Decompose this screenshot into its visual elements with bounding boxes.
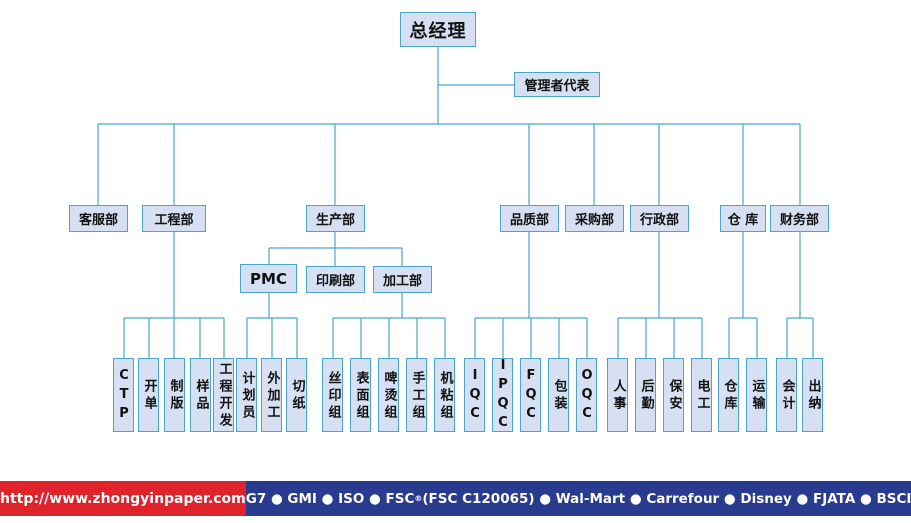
leaf-qc-1: IPQC <box>492 358 513 434</box>
leaf-proc-1: 表面组 <box>350 358 371 432</box>
leaf-eng-1: 开单 <box>138 358 159 432</box>
leaf-pmc-2: 切纸 <box>286 358 307 432</box>
registered-mark: ® <box>414 494 423 503</box>
sub-printing: 印刷部 <box>306 266 365 293</box>
sub-processing: 加工部 <box>373 266 432 293</box>
leaf-qc-4: OQC <box>576 358 597 432</box>
certs-text-before: G7 ● GMI ● ISO ● FSC <box>245 490 415 507</box>
leaf-eng-0: CTP <box>113 358 134 432</box>
leaf-proc-4: 机粘组 <box>434 358 455 432</box>
leaf-wh-0: 仓库 <box>718 358 739 432</box>
leaf-proc-3: 手工组 <box>406 358 427 432</box>
leaf-wh-1: 运输 <box>746 358 767 432</box>
leaf-pmc-1: 外加工 <box>261 358 282 432</box>
leaf-qc-2: FQC <box>520 358 541 432</box>
leaf-eng-2: 制版 <box>164 358 185 432</box>
leaf-qc-3: 包装 <box>548 358 569 432</box>
dept-quality: 品质部 <box>500 205 559 232</box>
dept-production: 生产部 <box>306 205 365 232</box>
sub-pmc: PMC <box>240 264 297 293</box>
footer-bar: http://www.zhongyinpaper.com G7 ● GMI ● … <box>0 481 911 516</box>
dept-finance: 财务部 <box>770 205 829 232</box>
website-url[interactable]: http://www.zhongyinpaper.com <box>0 481 246 516</box>
leaf-fin-0: 会计 <box>776 358 797 432</box>
leaf-qc-0: IQC <box>464 358 485 432</box>
management-representative-box: 管理者代表 <box>514 72 600 97</box>
leaf-eng-3: 样品 <box>190 358 211 432</box>
dept-warehouse: 仓 库 <box>720 205 766 232</box>
general-manager-box: 总经理 <box>400 12 476 47</box>
leaf-admin-2: 保安 <box>663 358 684 432</box>
org-chart: 总经理 管理者代表 客服部 工程部 生产部 品质部 采购部 行政部 仓 库 财务… <box>69 12 829 434</box>
dept-administration: 行政部 <box>630 205 689 232</box>
leaf-admin-1: 后勤 <box>635 358 656 432</box>
leaf-admin-3: 电工 <box>691 358 712 432</box>
certifications: G7 ● GMI ● ISO ● FSC® (FSC C120065) ● Wa… <box>245 481 911 516</box>
leaf-eng-4: 工程开发 <box>213 358 234 432</box>
dept-customer-service: 客服部 <box>69 205 128 232</box>
dept-purchasing: 采购部 <box>565 205 624 232</box>
certs-text-after: (FSC C120065) ● Wal-Mart ● Carrefour ● D… <box>422 490 911 507</box>
leaf-pmc-0: 计划员 <box>236 358 257 432</box>
dept-engineering: 工程部 <box>142 205 206 232</box>
leaf-proc-2: 啤烫组 <box>378 358 399 432</box>
connector-lines <box>97 47 814 358</box>
leaf-proc-0: 丝印组 <box>322 358 343 432</box>
leaf-fin-1: 出纳 <box>802 358 823 432</box>
leaf-admin-0: 人事 <box>607 358 628 432</box>
